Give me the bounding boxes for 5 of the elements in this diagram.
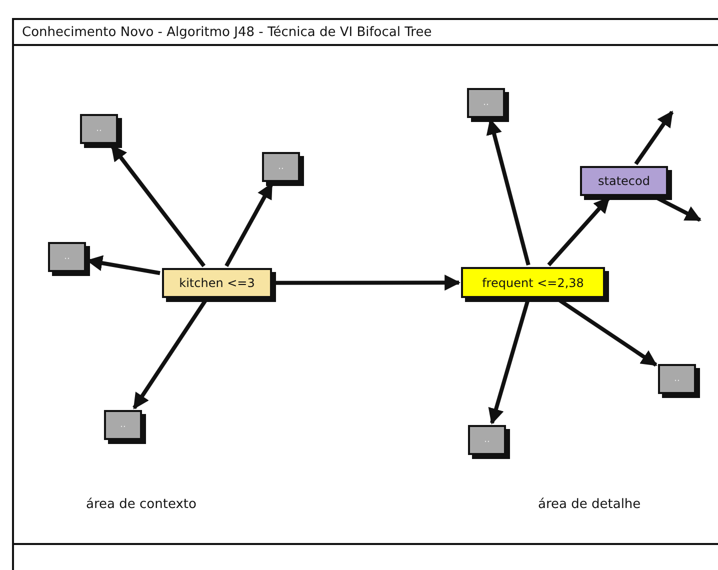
area-label: área de detalhe xyxy=(538,497,641,512)
arrow xyxy=(488,299,530,425)
arrow xyxy=(634,110,674,166)
area-label: área de contexto xyxy=(86,497,196,512)
arrow xyxy=(274,274,461,291)
